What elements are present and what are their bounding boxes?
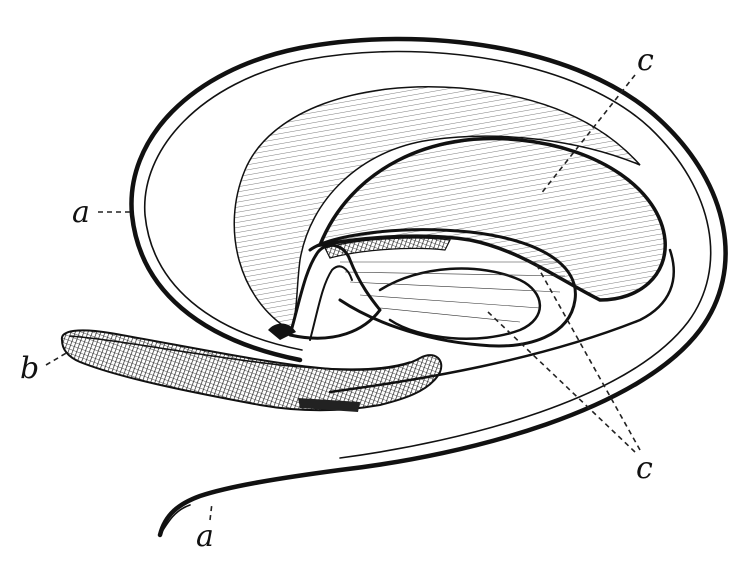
leader-c-top [539,74,636,196]
label-a-left: a [72,195,90,230]
label-c-bottom: c [636,451,653,486]
label-c-top: c [637,43,654,78]
upper-fold [233,85,641,332]
leader-b [45,351,69,366]
lower-band [60,248,675,412]
label-b: b [20,351,39,386]
leader-lines [45,74,641,521]
inner-chamber [308,228,577,348]
outer-membrane [129,36,728,538]
inner-lip [268,243,382,341]
leader-a-bottom [209,502,213,521]
radiating-fibres [317,136,667,302]
label-a-bottom: a [196,519,214,554]
leader-c-bottom-2 [487,311,636,453]
